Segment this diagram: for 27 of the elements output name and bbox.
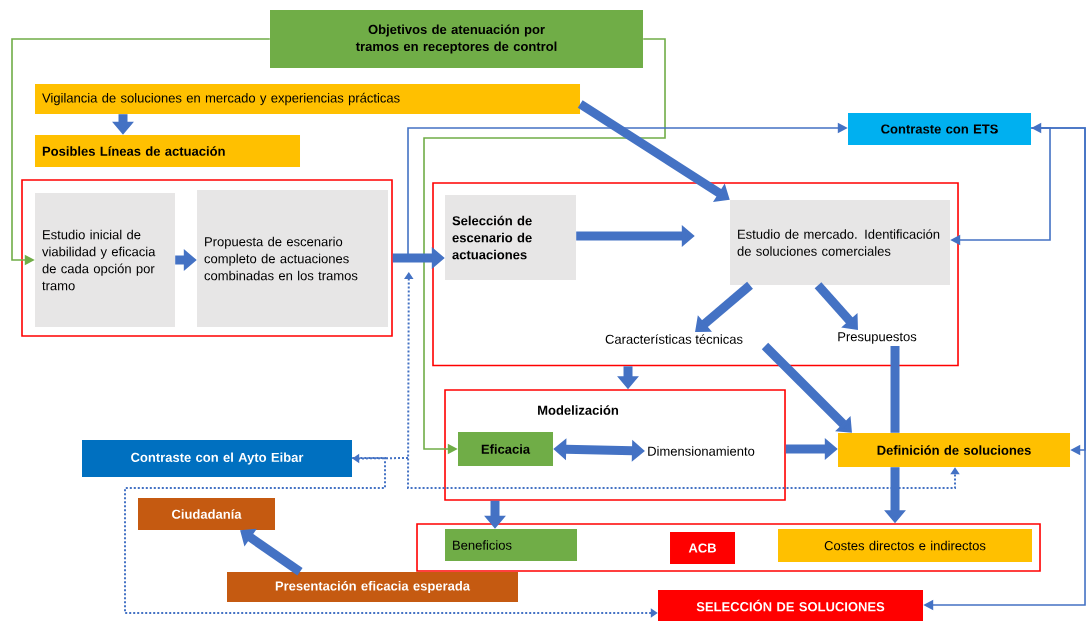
text-label: Presupuestos <box>838 332 917 344</box>
objective-box: Objetivos de atenuación por tramos en receptores de control <box>270 10 643 68</box>
label-box: Beneficios <box>445 529 577 561</box>
group-frame <box>21 179 393 337</box>
process-box: Estudio de mercado. Identificación de soluciones comerciales <box>730 200 950 285</box>
label-box: Posibles Líneas de actuación <box>35 135 300 167</box>
text-label: Características técnicas <box>605 334 743 344</box>
label-box: Ciudadanía <box>138 498 275 530</box>
block-arrow <box>814 282 858 330</box>
block-arrow <box>240 528 303 576</box>
label-box: Presentación eficacia esperada <box>227 572 518 602</box>
block-arrow <box>695 281 753 332</box>
label-box: Definición de soluciones <box>838 433 1070 467</box>
process-box: Estudio inicial de viabilidad y eficacia de cada opción por tramo <box>35 193 175 327</box>
process-box: Propuesta de escenario completo de actuaciones combinadas en los tramos <box>197 190 388 327</box>
label-box: Vigilancia de soluciones en mercado y experiencias prácticas <box>35 84 580 114</box>
process-box: Selección de escenario de actuaciones <box>445 195 576 280</box>
label-box: SELECCIÓN DE SOLUCIONES <box>658 590 923 621</box>
group-frame <box>432 182 959 367</box>
label-box: Costes directos e indirectos <box>778 529 1032 562</box>
label-box: ACB <box>670 532 735 564</box>
label-box: Contraste con ETS <box>848 113 1031 145</box>
text-label: Dimensionamiento <box>648 446 755 456</box>
group-frame <box>416 523 1041 572</box>
label-box: Eficacia <box>458 432 553 466</box>
block-arrow <box>577 100 730 202</box>
label-box: Contraste con el Ayto Eibar <box>82 440 352 477</box>
